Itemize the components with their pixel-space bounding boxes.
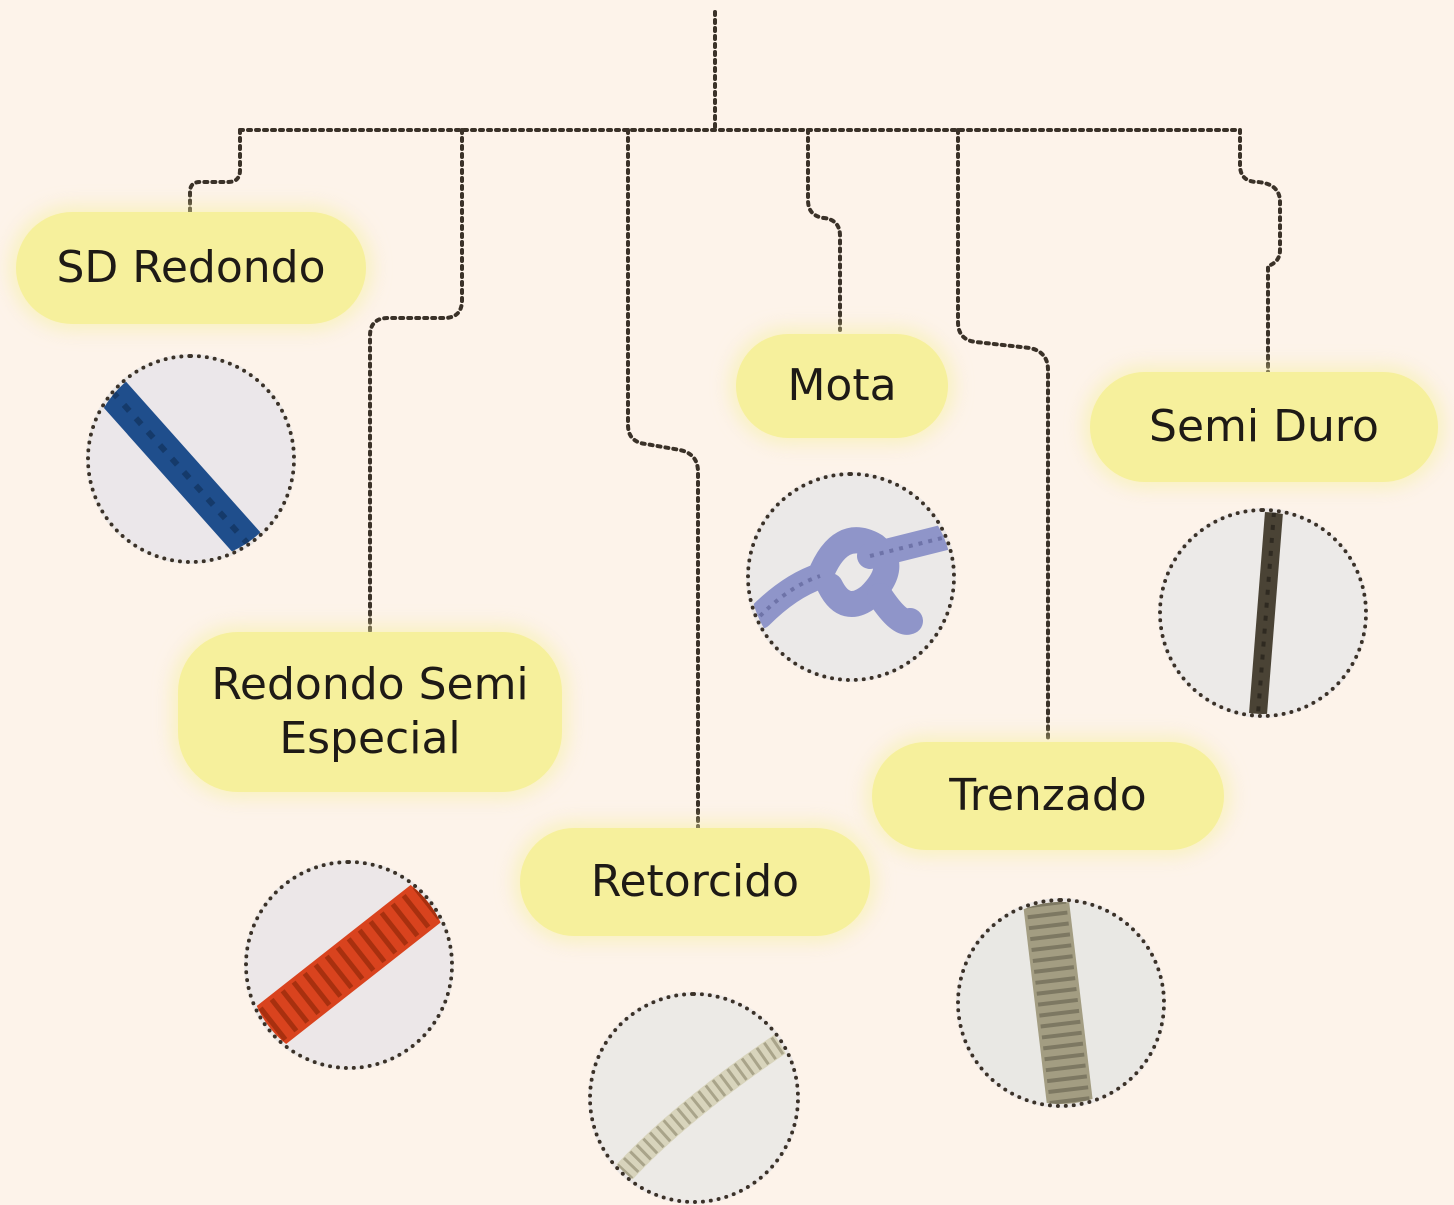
label-trenzado: Trenzado xyxy=(872,742,1224,850)
branch-semi-duro xyxy=(1238,128,1282,374)
label-retorcido: Retorcido xyxy=(520,828,870,936)
branch-sd-redondo xyxy=(188,128,242,214)
photo-semi-duro xyxy=(1158,508,1368,718)
branch-retorcido xyxy=(626,128,700,830)
label-semi-duro: Semi Duro xyxy=(1090,372,1438,482)
olive-cord-shape xyxy=(1249,512,1283,714)
photo-trenzado xyxy=(956,898,1166,1108)
label-mota-text: Mota xyxy=(787,360,897,411)
label-sd-redondo: SD Redondo xyxy=(16,212,366,324)
label-retorcido-text: Retorcido xyxy=(590,856,800,907)
photo-redondo-semi-especial xyxy=(244,860,454,1070)
branch-trenzado xyxy=(956,128,1050,744)
label-mota: Mota xyxy=(736,334,948,438)
label-semi-duro-text: Semi Duro xyxy=(1149,401,1379,452)
branch-mota xyxy=(806,128,842,332)
label-redondo-semi-especial-text: Redondo Semi Especial xyxy=(211,659,529,764)
label-trenzado-text: Trenzado xyxy=(949,770,1147,821)
label-sd-redondo-text: SD Redondo xyxy=(56,242,326,293)
branch-redondo-semi-especial xyxy=(368,128,464,634)
label-redondo-semi-especial: Redondo Semi Especial xyxy=(178,632,562,792)
photo-sd-redondo xyxy=(86,354,296,564)
photo-retorcido xyxy=(588,992,800,1204)
photo-mota xyxy=(746,472,956,682)
